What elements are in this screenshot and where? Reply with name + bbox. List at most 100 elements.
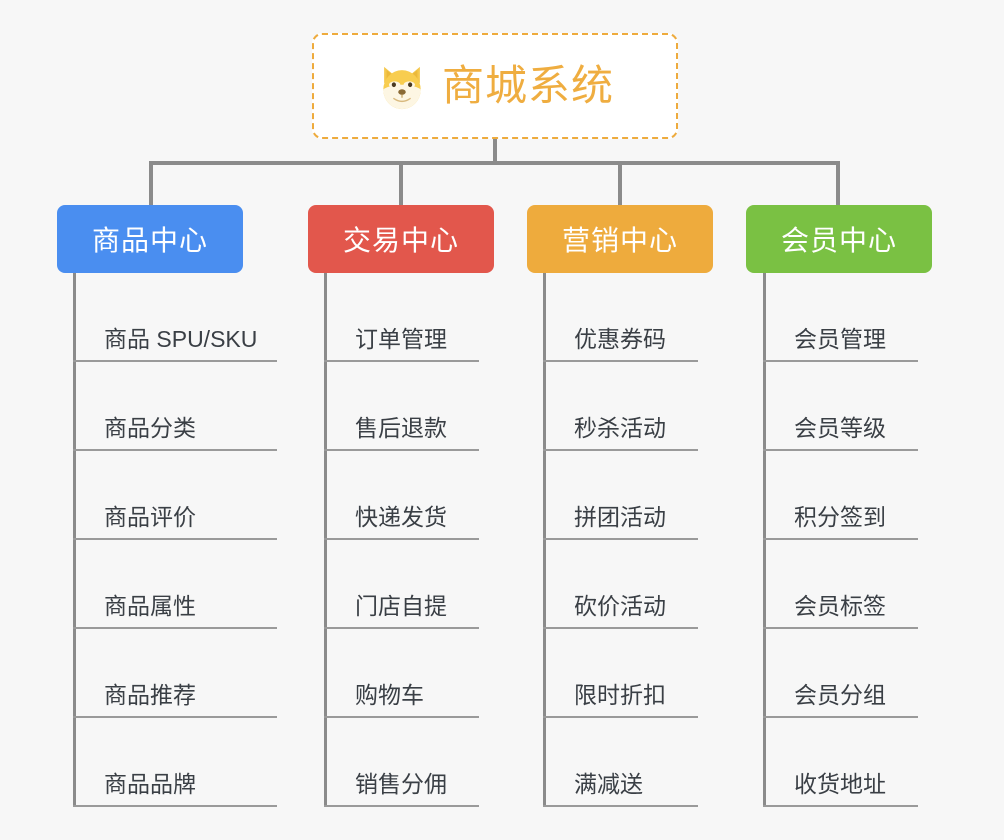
leaf-item-label: 销售分佣 xyxy=(355,771,447,797)
leaf-underline xyxy=(73,360,277,362)
leaf-item[interactable]: 商品评价 xyxy=(57,451,277,540)
leaf-underline xyxy=(73,627,277,629)
category-header-3[interactable]: 营销中心 xyxy=(527,205,713,273)
leaf-trunk-line xyxy=(543,273,546,807)
leaf-item-label: 购物车 xyxy=(355,682,424,708)
leaf-underline xyxy=(324,627,479,629)
connector-drop-1 xyxy=(149,161,153,207)
leaf-item-label: 售后退款 xyxy=(355,415,447,441)
leaf-trunk-line xyxy=(73,273,76,807)
leaf-item-label: 快递发货 xyxy=(355,504,447,530)
leaf-item-label: 会员管理 xyxy=(794,326,886,352)
leaf-item-label: 会员等级 xyxy=(794,415,886,441)
leaf-underline xyxy=(543,805,698,807)
leaf-item[interactable]: 商品品牌 xyxy=(57,718,277,807)
leaf-underline xyxy=(543,627,698,629)
leaf-item[interactable]: 购物车 xyxy=(308,629,494,718)
connector-drop-3 xyxy=(618,161,622,207)
leaf-item-label: 会员分组 xyxy=(794,682,886,708)
leaf-underline xyxy=(73,449,277,451)
connector-drop-2 xyxy=(399,161,403,207)
connector-horizontal-bus xyxy=(149,161,839,165)
leaf-item[interactable]: 秒杀活动 xyxy=(527,362,713,451)
leaf-underline xyxy=(324,805,479,807)
leaf-item-label: 会员标签 xyxy=(794,593,886,619)
leaf-item-label: 积分签到 xyxy=(794,504,886,530)
leaf-item[interactable]: 商品属性 xyxy=(57,540,277,629)
leaf-trunk-line xyxy=(324,273,327,807)
leaf-list-1: 商品 SPU/SKU 商品分类商品评价商品属性商品推荐商品品牌 xyxy=(57,273,277,807)
connector-root-stem xyxy=(493,139,497,165)
root-node-mall-system[interactable]: 商城系统 xyxy=(312,33,678,139)
leaf-item-label: 砍价活动 xyxy=(574,593,666,619)
leaf-item-label: 商品评价 xyxy=(104,504,196,530)
leaf-item[interactable]: 砍价活动 xyxy=(527,540,713,629)
leaf-item[interactable]: 快递发货 xyxy=(308,451,494,540)
leaf-underline xyxy=(324,360,479,362)
category-header-label: 交易中心 xyxy=(342,225,459,256)
leaf-underline xyxy=(763,538,918,540)
leaf-item[interactable]: 会员分组 xyxy=(746,629,932,718)
leaf-item[interactable]: 会员管理 xyxy=(746,273,932,362)
leaf-item-label: 商品 SPU/SKU xyxy=(104,326,258,352)
leaf-item-label: 满减送 xyxy=(574,771,643,797)
leaf-underline xyxy=(73,716,277,718)
leaf-underline xyxy=(73,805,277,807)
leaf-underline xyxy=(324,538,479,540)
leaf-underline xyxy=(324,716,479,718)
leaf-item-label: 商品品牌 xyxy=(104,771,196,797)
leaf-list-2: 订单管理售后退款快递发货门店自提购物车销售分佣 xyxy=(308,273,494,807)
leaf-item[interactable]: 满减送 xyxy=(527,718,713,807)
leaf-trunk-line xyxy=(763,273,766,807)
category-column-4: 会员中心会员管理会员等级积分签到会员标签会员分组收货地址 xyxy=(746,205,932,807)
leaf-underline xyxy=(763,449,918,451)
category-header-label: 会员中心 xyxy=(780,225,897,256)
leaf-item-label: 优惠券码 xyxy=(574,326,666,352)
category-header-4[interactable]: 会员中心 xyxy=(746,205,932,273)
category-column-1: 商品中心商品 SPU/SKU 商品分类商品评价商品属性商品推荐商品品牌 xyxy=(57,205,277,807)
leaf-item[interactable]: 门店自提 xyxy=(308,540,494,629)
leaf-item-label: 拼团活动 xyxy=(574,504,666,530)
leaf-underline xyxy=(73,538,277,540)
category-header-label: 营销中心 xyxy=(561,225,678,256)
category-column-2: 交易中心订单管理售后退款快递发货门店自提购物车销售分佣 xyxy=(308,205,494,807)
leaf-underline xyxy=(763,360,918,362)
leaf-item[interactable]: 售后退款 xyxy=(308,362,494,451)
leaf-item[interactable]: 拼团活动 xyxy=(527,451,713,540)
leaf-underline xyxy=(763,805,918,807)
connector-drop-4 xyxy=(836,161,840,207)
leaf-item-label: 商品属性 xyxy=(104,593,196,619)
leaf-item-label: 商品分类 xyxy=(104,415,196,441)
leaf-item[interactable]: 商品分类 xyxy=(57,362,277,451)
leaf-underline xyxy=(543,538,698,540)
leaf-item[interactable]: 销售分佣 xyxy=(308,718,494,807)
root-title: 商城系统 xyxy=(441,62,614,109)
category-header-1[interactable]: 商品中心 xyxy=(57,205,243,273)
leaf-item[interactable]: 订单管理 xyxy=(308,273,494,362)
category-header-label: 商品中心 xyxy=(91,225,208,256)
leaf-item[interactable]: 积分签到 xyxy=(746,451,932,540)
leaf-item[interactable]: 限时折扣 xyxy=(527,629,713,718)
leaf-item-label: 收货地址 xyxy=(794,771,886,797)
leaf-underline xyxy=(763,716,918,718)
leaf-underline xyxy=(543,716,698,718)
leaf-item[interactable]: 会员等级 xyxy=(746,362,932,451)
leaf-item[interactable]: 会员标签 xyxy=(746,540,932,629)
category-column-3: 营销中心优惠券码秒杀活动拼团活动砍价活动限时折扣满减送 xyxy=(527,205,713,807)
leaf-underline xyxy=(324,449,479,451)
leaf-item[interactable]: 商品 SPU/SKU xyxy=(57,273,277,362)
leaf-item[interactable]: 优惠券码 xyxy=(527,273,713,362)
leaf-underline xyxy=(763,627,918,629)
leaf-item[interactable]: 收货地址 xyxy=(746,718,932,807)
leaf-item[interactable]: 商品推荐 xyxy=(57,629,277,718)
leaf-item-label: 商品推荐 xyxy=(104,682,196,708)
leaf-item-label: 门店自提 xyxy=(355,593,447,619)
leaf-underline xyxy=(543,360,698,362)
shiba-dog-face-icon xyxy=(383,66,421,111)
category-header-2[interactable]: 交易中心 xyxy=(308,205,494,273)
leaf-item-label: 订单管理 xyxy=(355,326,447,352)
leaf-item-label: 秒杀活动 xyxy=(574,415,666,441)
leaf-item-label: 限时折扣 xyxy=(574,682,666,708)
leaf-underline xyxy=(543,449,698,451)
